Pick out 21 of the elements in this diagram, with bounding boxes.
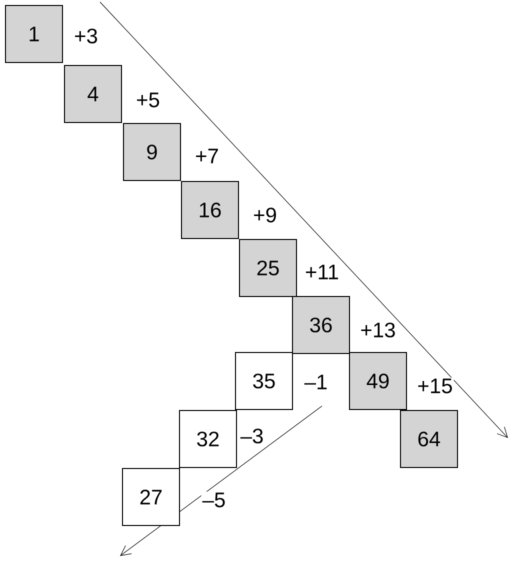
number-square: 32: [179, 410, 237, 468]
number-square: 1: [5, 5, 63, 63]
difference-label: –3: [239, 428, 265, 444]
difference-label: +15: [416, 378, 454, 394]
number-square: 9: [123, 123, 181, 181]
difference-label: +5: [135, 92, 161, 108]
number-square: 36: [292, 296, 350, 354]
difference-label: +7: [194, 148, 220, 164]
number-square: 27: [122, 468, 180, 526]
number-square: 49: [349, 352, 407, 410]
difference-label: +9: [252, 206, 278, 224]
number-square: 35: [235, 352, 293, 410]
difference-label: +11: [304, 264, 340, 280]
difference-label: –1: [303, 374, 329, 390]
difference-label: –5: [201, 492, 227, 508]
number-square: 16: [181, 181, 239, 239]
difference-label: +3: [73, 28, 99, 44]
difference-label: +13: [359, 322, 397, 338]
number-square: 64: [400, 410, 458, 468]
number-square: 4: [64, 65, 122, 123]
number-square: 25: [239, 239, 297, 297]
